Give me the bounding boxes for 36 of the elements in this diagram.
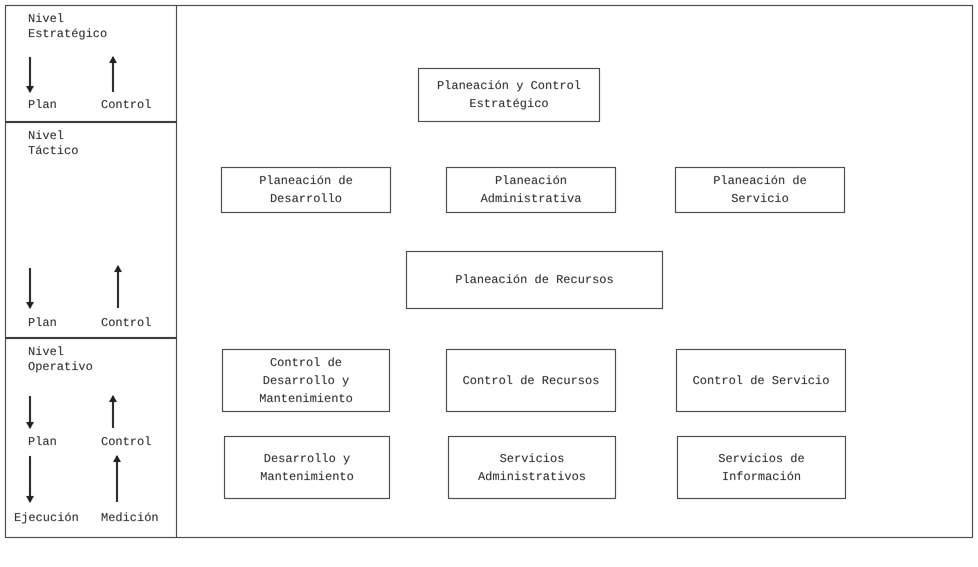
process-box	[221, 167, 391, 213]
flow-label: Control	[101, 316, 152, 331]
box-label: Control de Recursos	[462, 372, 600, 390]
flow-label: Ejecución	[14, 511, 79, 526]
process-box	[446, 349, 616, 412]
flow-label: Control	[101, 435, 152, 450]
process-box	[675, 167, 845, 213]
level-cell	[5, 5, 177, 122]
flow-label: Plan	[28, 98, 57, 113]
process-box	[448, 436, 616, 499]
level-cell	[5, 338, 177, 538]
flow-label: Plan	[28, 316, 57, 331]
level-cell	[5, 122, 177, 338]
box-label: Planeación de Servicio	[712, 173, 808, 208]
box-label: Control de Desarrollo y Mantenimiento	[258, 354, 354, 408]
box-label: Control de Servicio	[692, 372, 830, 390]
box-label: Servicios de Información	[717, 450, 806, 486]
level-title: Nivel Operativo	[28, 345, 94, 375]
box-label: Planeación de Recursos	[455, 272, 614, 289]
box-label: Planeación y Control Estratégico	[436, 78, 582, 113]
process-box	[446, 167, 616, 213]
process-box	[406, 251, 663, 309]
level-title: Nivel Estratégico	[28, 12, 108, 42]
process-box	[222, 349, 390, 412]
process-box	[224, 436, 390, 499]
process-box	[418, 68, 600, 122]
process-box	[677, 436, 846, 499]
flow-label: Medición	[101, 511, 159, 526]
flow-label: Control	[101, 98, 152, 113]
box-label: Desarrollo y Mantenimiento	[259, 450, 355, 486]
flow-label: Plan	[28, 435, 57, 450]
box-label: Planeación Administrativa	[480, 173, 582, 208]
level-title: Nivel Táctico	[28, 129, 80, 159]
box-label: Planeación de Desarrollo	[258, 173, 354, 208]
process-box	[676, 349, 846, 412]
box-label: Servicios Administrativos	[476, 450, 588, 486]
